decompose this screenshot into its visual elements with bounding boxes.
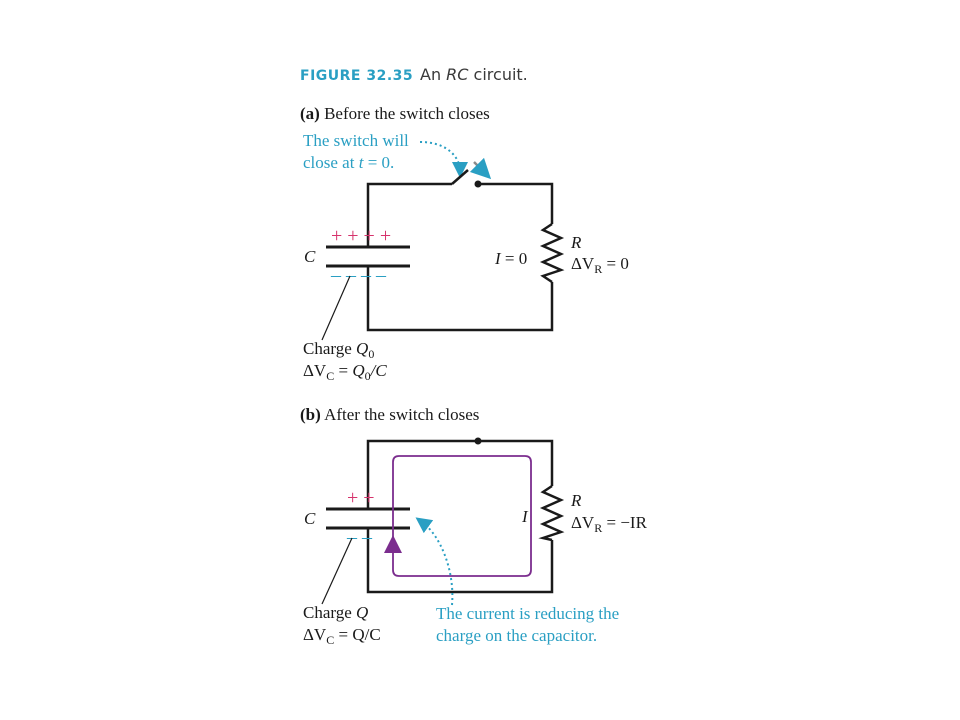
- panel-a-callout-arrow: [419, 141, 468, 178]
- panel-b-current-label: I: [521, 507, 529, 526]
- panel-b-cap-voltage: ΔVC = Q/C: [303, 625, 381, 647]
- panel-a-wire-right: [366, 182, 554, 332]
- panel-b-resistor-voltage: ΔVR = −IR: [571, 513, 648, 535]
- panel-a-caption: (a) Before the switch closes: [300, 104, 490, 123]
- panel-a-switch-blade: [451, 169, 469, 185]
- panel-a-resistor-voltage: ΔVR = 0: [571, 254, 629, 276]
- panel-a-current-label: I = 0: [494, 249, 527, 268]
- panel-b-callout-line1: The current is reducing the: [436, 604, 619, 623]
- panel-a-charge-label: Charge Q0: [303, 339, 374, 361]
- panel-b-charge-label: Charge Q: [303, 603, 368, 622]
- panel-b-minus-charges: – –: [346, 526, 373, 548]
- panel-a-switch-callout-line1: The switch will: [303, 131, 409, 150]
- panel-a-resistor-icon: [539, 222, 565, 284]
- panel-b-wire-loop: [366, 439, 452, 509]
- panel-b-caption: (b) After the switch closes: [300, 405, 479, 424]
- panel-b-resistor-icon: [538, 484, 565, 542]
- panel-a-switch-callout-line2: close at t = 0.: [303, 153, 394, 172]
- panel-a-capacitor-label: C: [304, 247, 316, 266]
- figure-number: FIGURE 32.35: [300, 68, 413, 84]
- panel-b-charge-leader: [321, 537, 353, 605]
- panel-b-capacitor-label: C: [304, 509, 316, 528]
- panel-b-current-path: [392, 455, 532, 577]
- panel-b-wire-right: [366, 439, 554, 594]
- panel-a-charge-leader: [321, 275, 351, 341]
- panel-a-resistor-label: R: [570, 233, 582, 252]
- panel-a-wire-top-left: [366, 182, 452, 243]
- panel-b-plus-charges: + +: [347, 487, 375, 509]
- panel-a-cap-voltage: ΔVC = Q0/C: [303, 361, 387, 383]
- panel-a-switch-motion-icon: [469, 157, 492, 180]
- panel-a-plus-charges: + + + +: [331, 225, 391, 247]
- panel-b-resistor-label: R: [570, 491, 582, 510]
- panel-a-minus-charges: – – – –: [330, 264, 387, 286]
- figure-title: An RC circuit.: [420, 65, 528, 84]
- panel-b-callout-arrow: [415, 517, 454, 606]
- panel-b-callout-line2: charge on the capacitor.: [436, 626, 597, 645]
